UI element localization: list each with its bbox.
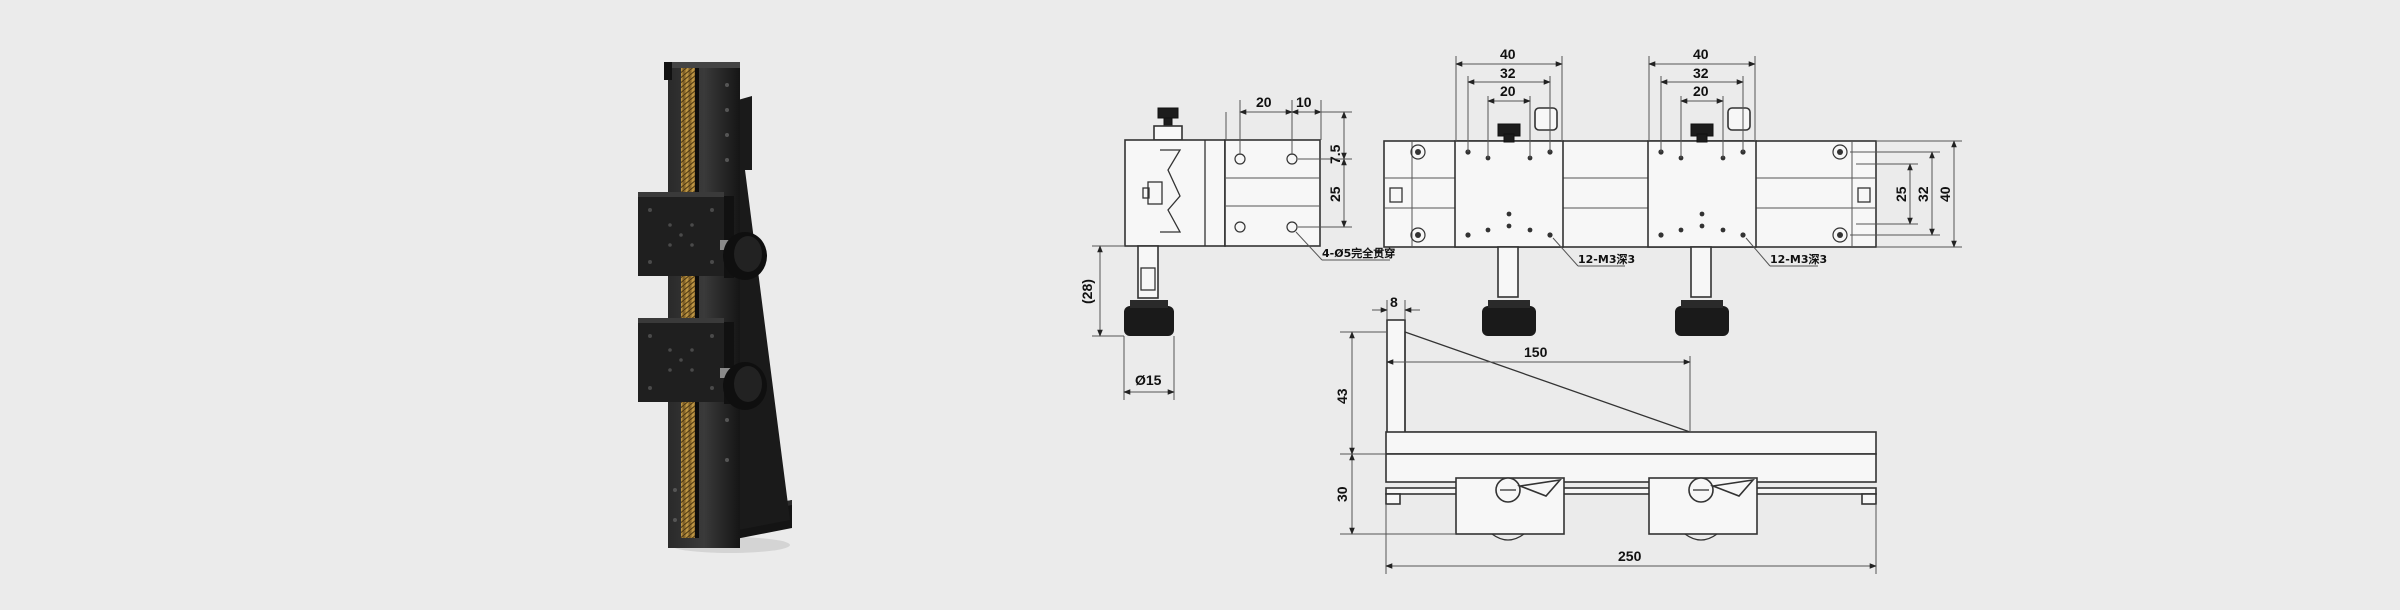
top-b-hole-note: 12-M3深3	[1770, 252, 1827, 266]
top-a-dim-32: 32	[1500, 65, 1516, 81]
side-hole-note: 4-Ø5完全贯穿	[1322, 246, 1395, 260]
top-b-dim-32: 32	[1693, 65, 1709, 81]
top-right-dim-40: 40	[1937, 186, 1953, 202]
side-dim-10: 10	[1296, 94, 1312, 110]
top-right-dim-32: 32	[1915, 186, 1931, 202]
side-view: 20 10 7.5 25 4-Ø5完全贯穿 (28) Ø15	[1079, 94, 1395, 400]
top-b-dim-20: 20	[1693, 83, 1709, 99]
product-render	[638, 62, 792, 553]
front-dim-30: 30	[1334, 486, 1350, 502]
front-dim-250: 250	[1618, 548, 1642, 564]
top-a-dim-20: 20	[1500, 83, 1516, 99]
top-right-dim-25: 25	[1893, 186, 1909, 202]
top-view: 40 32 20 40 32 20 12-M3深3 12-M3深3 25 32	[1383, 46, 1962, 336]
front-dim-8: 8	[1390, 294, 1398, 310]
front-dim-43: 43	[1334, 388, 1350, 404]
front-dim-150: 150	[1524, 344, 1548, 360]
side-dim-diam15: Ø15	[1135, 372, 1162, 388]
top-a-dim-40: 40	[1500, 46, 1516, 62]
side-dim-25: 25	[1327, 186, 1343, 202]
top-b-dim-40: 40	[1693, 46, 1709, 62]
top-a-hole-note: 12-M3深3	[1578, 252, 1635, 266]
side-dim-7-5: 7.5	[1327, 144, 1343, 164]
front-view: 8 150 43 30 250	[1334, 294, 1877, 574]
side-dim-20: 20	[1256, 94, 1272, 110]
side-dim-28: (28)	[1079, 279, 1095, 304]
